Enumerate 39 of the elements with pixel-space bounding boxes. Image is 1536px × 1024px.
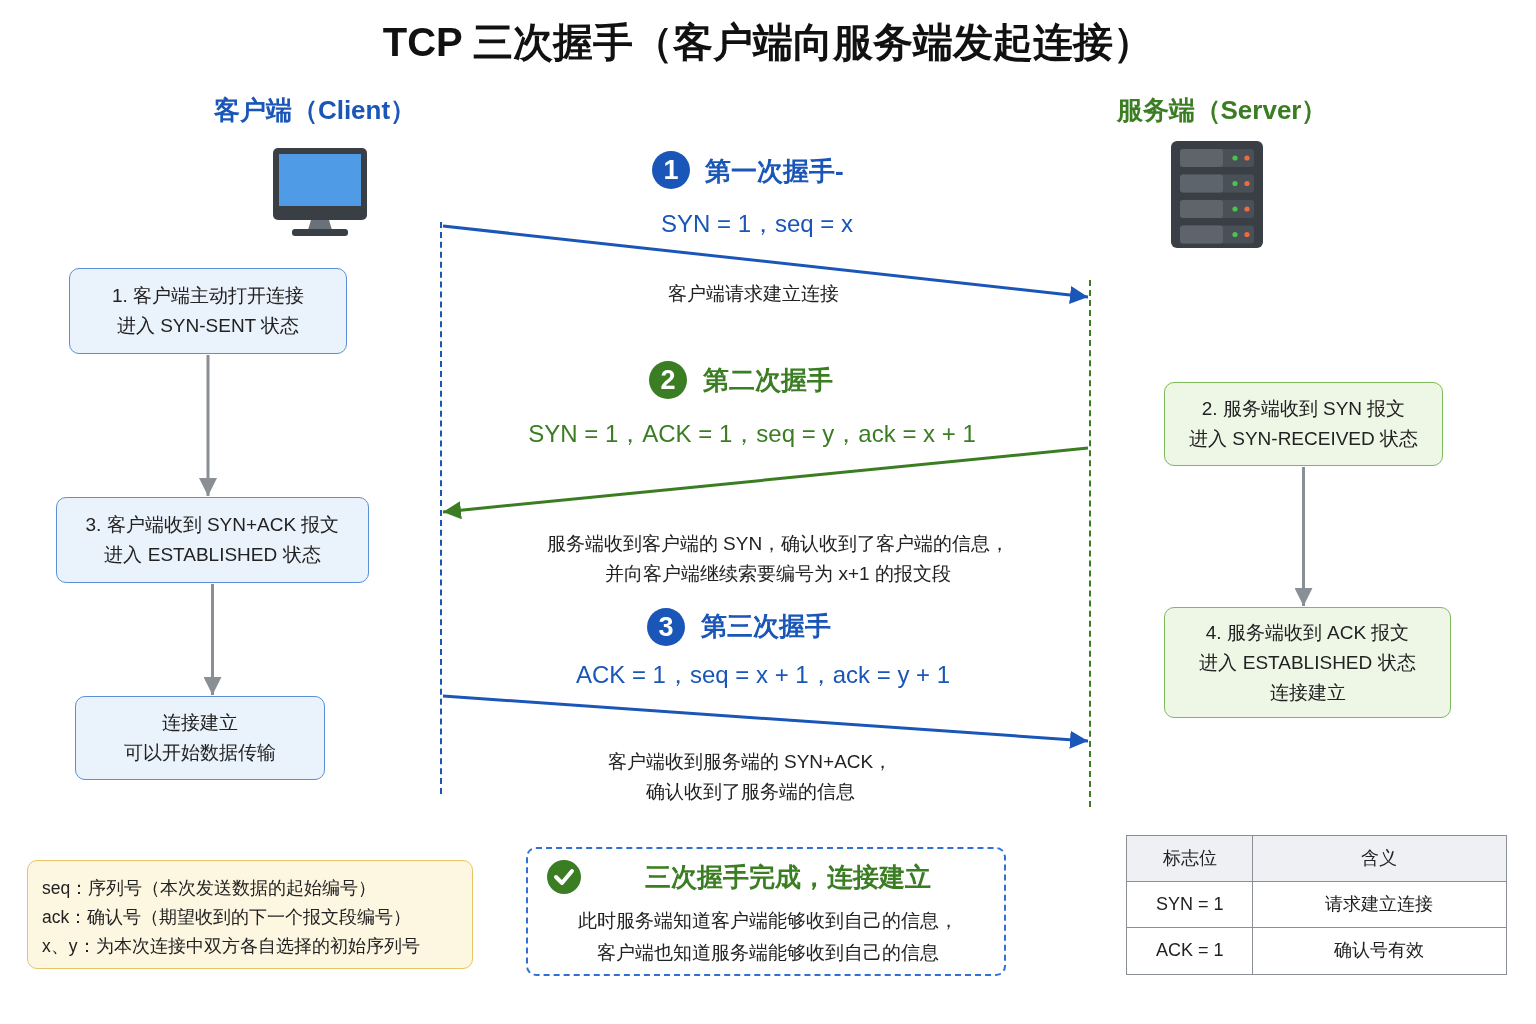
summary-heading: 三次握手完成，连接建立 [644, 861, 932, 894]
summary-text: 此时服务端知道客户端能够收到自己的信息，客户端也知道服务端能够收到自己的信息 [577, 909, 959, 965]
step-description: 客户端收到服务端的 SYN+ACK，确认收到了服务端的信息 [606, 750, 894, 804]
arrow [203, 584, 222, 695]
edge-label: SYN = 1，seq = x [457, 207, 1057, 241]
arrow [442, 694, 1089, 749]
lifeline [1089, 280, 1093, 807]
step-number: 3 [647, 608, 685, 646]
note-line: x、y：为本次连接中双方各自选择的初始序列号 [42, 935, 420, 958]
state-box: 2. 服务端收到 SYN 报文进入 SYN-RECEIVED 状态 [1164, 382, 1443, 466]
step-number: 2 [649, 361, 687, 399]
note-line: seq：序列号（本次发送数据的起始编号） [42, 877, 377, 900]
step-description: 服务端收到客户端的 SYN，确认收到了客户端的信息，并向客户端继续索要编号为 x+1 的报文段 [545, 532, 1011, 586]
summary-box [526, 847, 1006, 976]
note-box [27, 860, 473, 969]
table-cell: SYN = 1 [1126, 881, 1254, 929]
step-heading: 第三次握手 [701, 610, 831, 643]
table-cell: 含义 [1252, 835, 1507, 883]
step-number: 1 [652, 151, 690, 189]
state-box: 4. 服务端收到 ACK 报文进入 ESTABLISHED 状态连接建立 [1164, 607, 1451, 718]
step-heading: 第二次握手 [703, 364, 833, 397]
arrow [442, 446, 1089, 520]
table-cell: 标志位 [1126, 835, 1254, 883]
table-cell: 请求建立连接 [1252, 881, 1507, 929]
step-description: 客户端请求建立连接 [666, 282, 840, 306]
state-box: 连接建立可以开始数据传输 [75, 696, 325, 780]
column-heading: 服务端（Server） [1115, 94, 1329, 127]
table-cell: 确认号有效 [1252, 927, 1507, 975]
column-heading: 客户端（Client） [212, 94, 418, 127]
note-line: ack：确认号（期望收到的下一个报文段编号） [42, 906, 412, 929]
lifeline [440, 222, 444, 794]
arrow [1294, 467, 1313, 606]
table-cell: ACK = 1 [1126, 927, 1254, 975]
state-box: 3. 客户端收到 SYN+ACK 报文进入 ESTABLISHED 状态 [56, 497, 369, 583]
arrow [199, 355, 217, 496]
title: TCP 三次握手（客户端向服务端发起连接） [381, 19, 1155, 66]
step-heading: 第一次握手- [705, 155, 844, 188]
state-box: 1. 客户端主动打开连接进入 SYN-SENT 状态 [69, 268, 347, 354]
arrow [442, 224, 1089, 304]
